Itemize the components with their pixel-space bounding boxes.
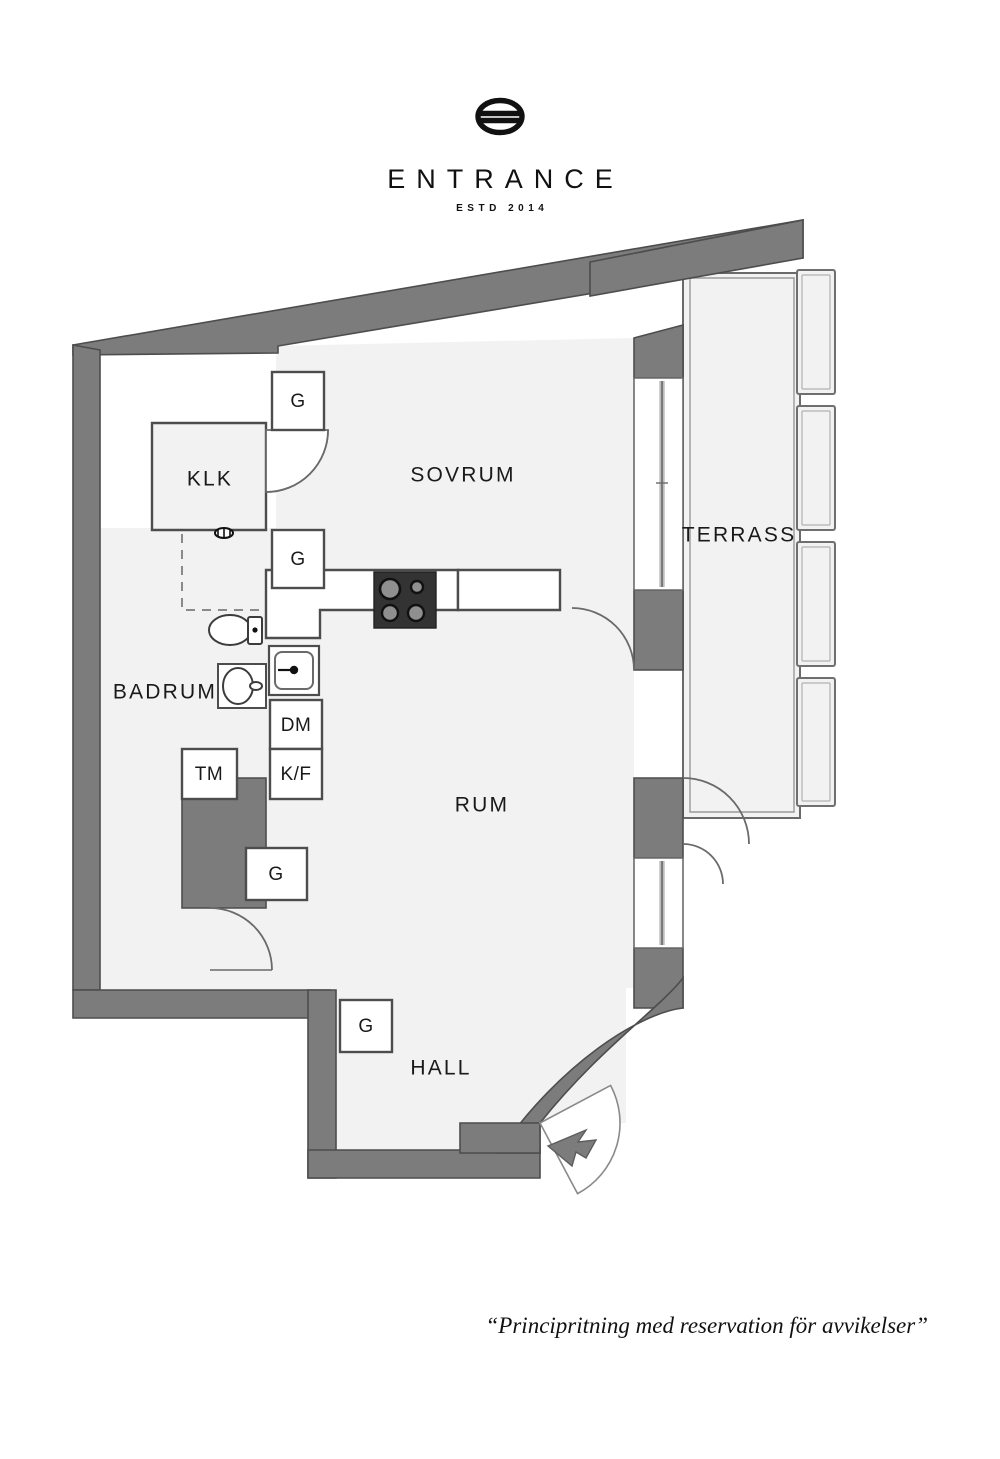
wardrobe-box-mid: G	[270, 528, 326, 590]
sovrum-terrass-window	[633, 377, 684, 591]
terrass-top-wall	[589, 219, 804, 297]
terrass-door-lower	[682, 777, 750, 885]
bathroom-sink-icon	[217, 663, 267, 709]
room-label-klk: KLK	[187, 468, 233, 491]
shower-area-icon	[181, 527, 266, 611]
washing-machine-box: TM	[180, 747, 239, 801]
toilet-icon	[208, 614, 263, 646]
room-label-rum: RUM	[455, 794, 509, 817]
klk-room	[150, 421, 268, 532]
kitchen-sink-icon	[267, 644, 321, 697]
terrass-railing	[796, 269, 836, 807]
rum-window-lower	[633, 857, 684, 949]
terrass-left-wall	[634, 670, 683, 778]
room-labels: SOVRUM KLK BADRUM RUM HALL TERRASS	[113, 464, 797, 1080]
curved-wall-hall	[459, 975, 684, 1154]
floorplan-svg: G G G G DM	[72, 219, 836, 1195]
badrum-door	[209, 907, 273, 971]
wardrobe-box-rum-label: G	[268, 864, 283, 885]
entrance-monogram-icon	[475, 97, 525, 136]
wardrobe-box-hall-label: G	[358, 1016, 373, 1037]
exterior-walls	[72, 219, 804, 1179]
room-label-badrum: BADRUM	[113, 681, 217, 704]
dishwasher-box: DM	[268, 698, 324, 751]
stove-4-burner-icon	[373, 571, 437, 629]
apartment-floor	[100, 338, 634, 1153]
room-label-hall: HALL	[410, 1057, 471, 1080]
dishwasher-label: DM	[281, 715, 312, 736]
room-label-terrass: TERRASS	[682, 524, 797, 547]
brand-name: ENTRANCE	[387, 164, 624, 194]
entrance-direction-arrow-icon	[546, 1128, 598, 1168]
wardrobe-box-hall: G	[338, 998, 394, 1054]
fridge-freezer-label: K/F	[280, 764, 311, 785]
terrass-door-upper	[571, 607, 635, 671]
floorplan-drawing: G G G G DM	[0, 218, 1000, 1208]
fridge-freezer-box: K/F	[268, 747, 324, 801]
wardrobe-box-top-label: G	[290, 391, 305, 412]
wardrobe-box-mid-label: G	[290, 549, 305, 570]
wardrobe-box-rum: G	[244, 846, 309, 902]
klk-door-arc	[265, 429, 329, 493]
disclaimer-note: “Principritning med reservation för avvi…	[485, 1313, 928, 1338]
brand-header: ENTRANCE ESTD 2014	[0, 92, 1000, 214]
wardrobe-box-top: G	[270, 370, 326, 432]
room-label-sovrum: SOVRUM	[410, 464, 515, 487]
fixture-boxes: G G G G DM	[180, 370, 394, 1054]
brand-established: ESTD 2014	[456, 203, 549, 214]
washing-machine-label: TM	[195, 764, 223, 785]
